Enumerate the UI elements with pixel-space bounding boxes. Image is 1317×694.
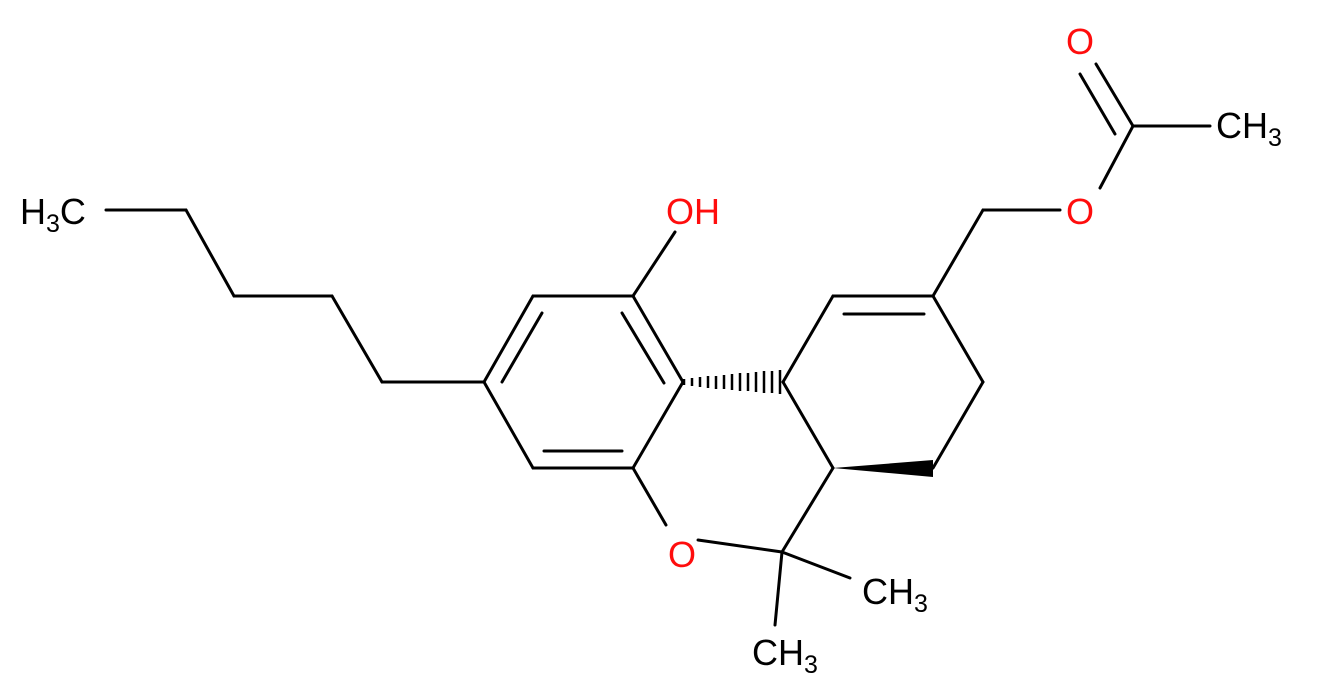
- gem-methyl-2-label: CH3: [752, 632, 818, 679]
- ring-oxygen-label: O: [668, 534, 696, 575]
- pentyl-chain: [104, 208, 486, 384]
- acetyl-ch3-label: CH3: [1216, 105, 1282, 152]
- cyclohexene-ring: [781, 294, 985, 470]
- gem-methyl-bond-1: [780, 550, 852, 580]
- ester-oxygen-label: O: [1066, 191, 1094, 232]
- gem-methyl-bond-2: [773, 550, 784, 627]
- aromatic-ring: [482, 294, 685, 470]
- hashed-stereo-bond: [682, 370, 782, 394]
- pyran-ring: [631, 466, 835, 554]
- gem-methyl-1-label: CH3: [862, 571, 928, 618]
- hydroxyl-label: OH: [666, 191, 720, 232]
- acetoxymethyl-chain: [931, 62, 1212, 298]
- pentyl-ch3-label: H3C: [20, 191, 86, 238]
- carbonyl-oxygen-label: O: [1066, 21, 1094, 62]
- wedge-stereo-bond: [833, 460, 933, 477]
- hydroxyl-bond: [631, 230, 677, 298]
